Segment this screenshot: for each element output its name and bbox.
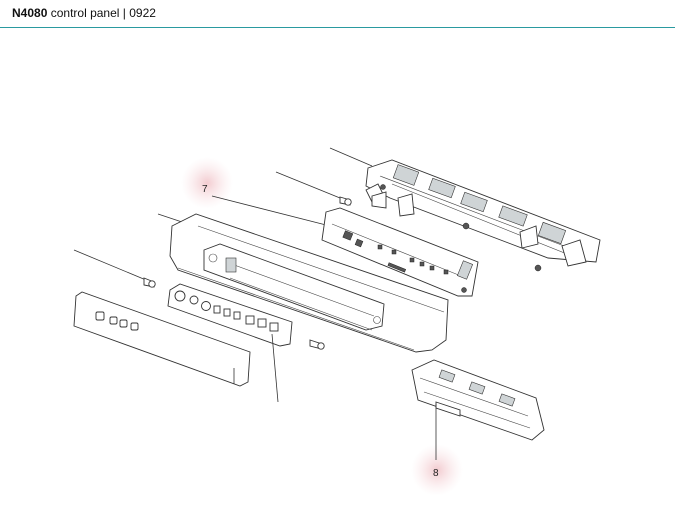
- button-carrier-part: [167, 283, 293, 403]
- side-cover-part-8: [411, 359, 545, 460]
- title-subtitle: control panel | 0922: [50, 6, 156, 20]
- front-housing-part: [157, 213, 449, 353]
- rear-frame-part: [329, 147, 601, 272]
- screw-top: [275, 171, 352, 206]
- callout-7-label: 7: [202, 184, 208, 195]
- model-name: N4080: [12, 6, 48, 20]
- callout-8-highlight: [411, 444, 463, 496]
- front-overlay-part: [73, 291, 251, 387]
- screw-front: [309, 339, 325, 350]
- page-title: N4080 control panel | 0922: [12, 6, 156, 20]
- header-rule: [0, 27, 675, 28]
- callout-8-label: 8: [433, 468, 439, 479]
- page-header: N4080 control panel | 0922: [0, 0, 675, 28]
- callout-7-highlight: [181, 157, 233, 209]
- pcb-part-7: [211, 195, 479, 297]
- screw-left: [73, 249, 156, 288]
